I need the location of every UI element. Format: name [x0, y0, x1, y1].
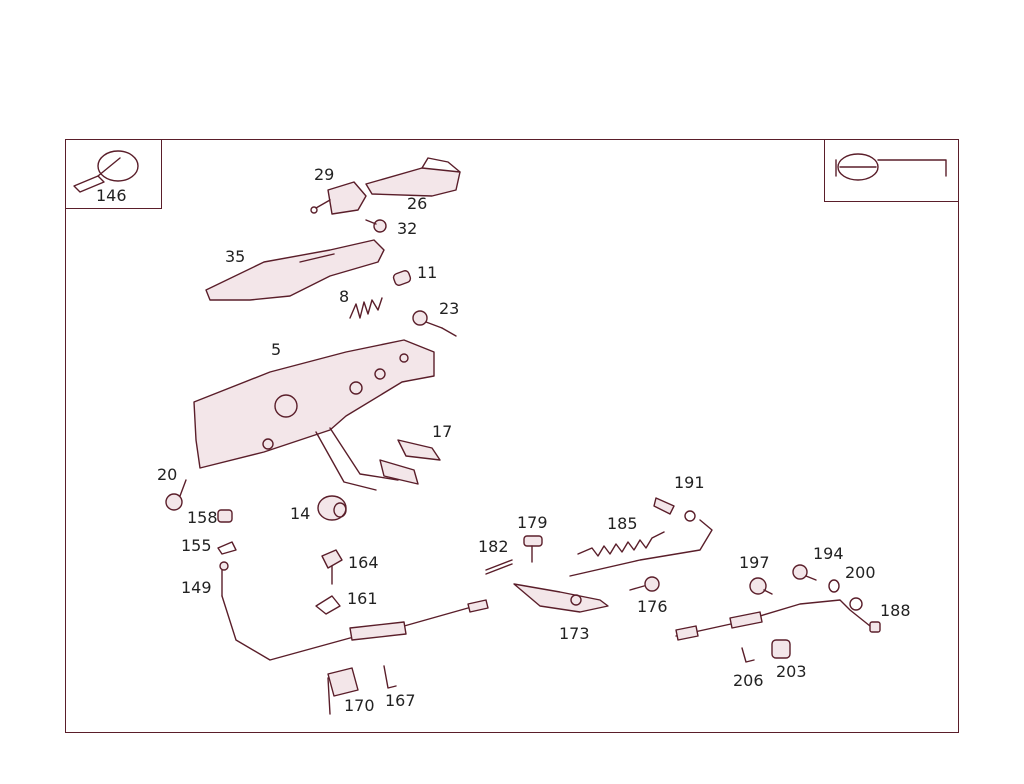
callout-203: 203 — [776, 662, 807, 681]
callout-149: 149 — [181, 578, 212, 597]
callout-11: 11 — [417, 263, 438, 282]
pedal-pad-part-17 — [379, 439, 441, 485]
bushing-part-14 — [317, 495, 347, 521]
lever-part-173 — [513, 583, 609, 613]
bushing-part-203 — [771, 639, 791, 659]
bolt-part-179 — [523, 535, 543, 563]
sleeve-part-11 — [392, 270, 412, 286]
callout-179: 179 — [517, 513, 548, 532]
callout-191: 191 — [674, 473, 705, 492]
callout-5: 5 — [271, 340, 282, 359]
bolt-part-197 — [749, 577, 773, 595]
washer-part-200 — [828, 579, 840, 593]
spring-part-185 — [577, 531, 665, 557]
callout-26: 26 — [407, 194, 428, 213]
bolt-part-20 — [165, 479, 187, 511]
clip-part-206 — [741, 647, 755, 663]
callout-158: 158 — [187, 508, 218, 527]
bushing-part-158 — [217, 509, 233, 523]
callout-29: 29 — [314, 165, 335, 184]
cover-part-35 — [205, 239, 385, 301]
callout-17: 17 — [432, 422, 453, 441]
cable-tie-icon — [73, 150, 139, 193]
diagram-frame — [65, 139, 959, 733]
callout-206: 206 — [733, 671, 764, 690]
holder-part-170 — [327, 667, 359, 715]
callout-176: 176 — [637, 597, 668, 616]
switch-part-29 — [310, 181, 367, 215]
clip-part-167 — [383, 665, 397, 689]
clip-part-161 — [315, 595, 341, 615]
callout-155: 155 — [181, 536, 212, 555]
bolt-part-164 — [321, 549, 343, 585]
bolt-part-176 — [629, 576, 660, 592]
cable-tie-inset — [65, 139, 162, 209]
pedal-bracket-part-5 — [193, 339, 435, 491]
callout-194: 194 — [813, 544, 844, 563]
vehicle-icon-inset — [824, 139, 959, 202]
callout-146: 146 — [96, 186, 127, 205]
screw-part-32 — [365, 219, 387, 233]
callout-197: 197 — [739, 553, 770, 572]
callout-185: 185 — [607, 514, 638, 533]
callout-20: 20 — [157, 465, 178, 484]
callout-188: 188 — [880, 601, 911, 620]
bolt-part-194 — [792, 564, 817, 581]
callout-23: 23 — [439, 299, 460, 318]
callout-173: 173 — [559, 624, 590, 643]
callout-164: 164 — [348, 553, 379, 572]
callout-32: 32 — [397, 219, 418, 238]
bracket-part-26 — [365, 157, 461, 197]
steering-wheel-icon — [835, 153, 947, 181]
callout-14: 14 — [290, 504, 311, 523]
callout-167: 167 — [385, 691, 416, 710]
callout-8: 8 — [339, 287, 350, 306]
cable-part-188 — [675, 597, 881, 641]
cable-part-191 — [569, 497, 713, 577]
callout-35: 35 — [225, 247, 246, 266]
spring-part-8 — [349, 297, 383, 319]
callout-200: 200 — [845, 563, 876, 582]
bolt-part-23 — [412, 310, 457, 337]
clip-part-155 — [217, 541, 237, 555]
callout-161: 161 — [347, 589, 378, 608]
callout-182: 182 — [478, 537, 509, 556]
callout-170: 170 — [344, 696, 375, 715]
pin-part-182 — [485, 559, 513, 575]
cable-part-149 — [219, 561, 489, 661]
